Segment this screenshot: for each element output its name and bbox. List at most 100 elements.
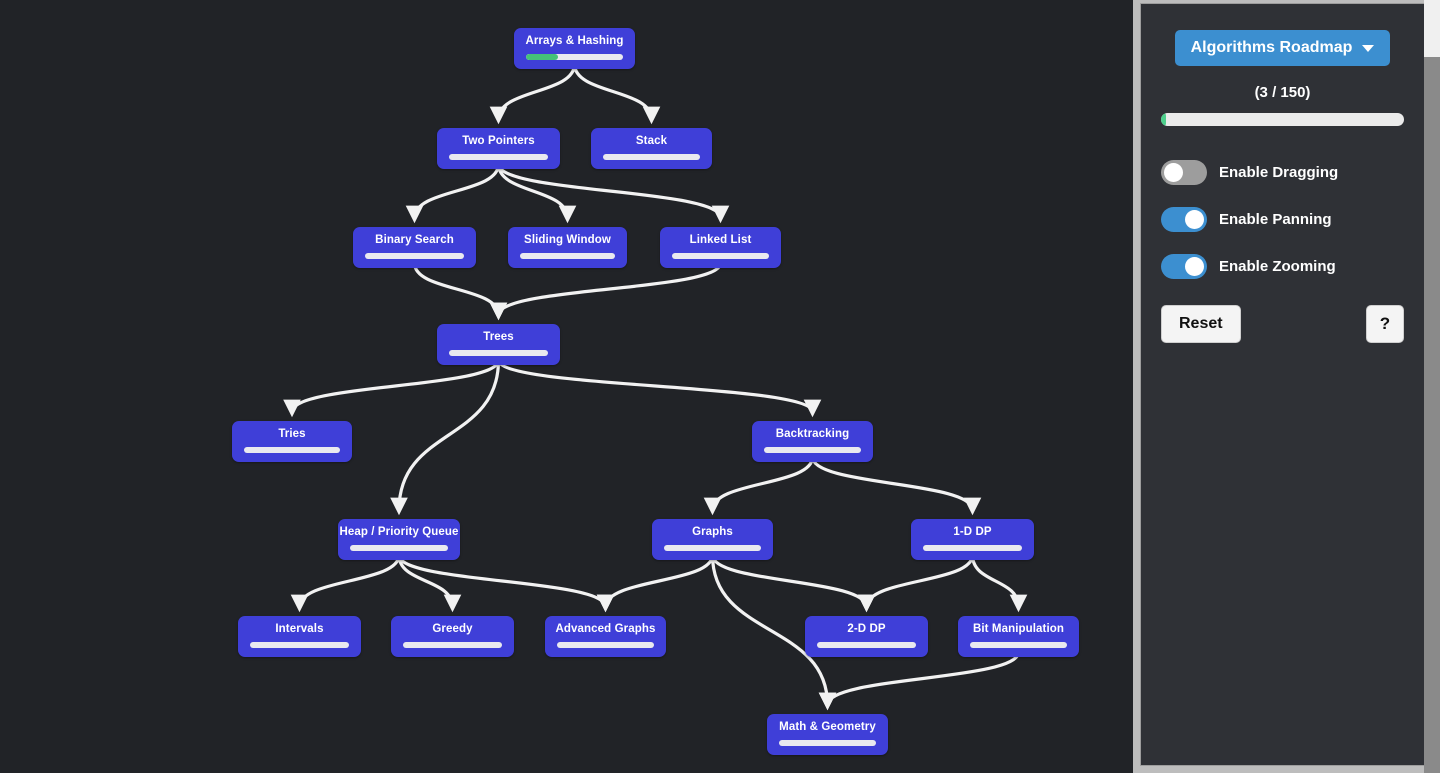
roadmap-node-one-d-dp[interactable]: 1-D DP (911, 519, 1034, 560)
help-button[interactable]: ? (1366, 305, 1404, 343)
node-label: Trees (483, 331, 514, 343)
reset-button[interactable]: Reset (1161, 305, 1241, 343)
node-progress-bar (244, 447, 340, 453)
node-progress-bar (923, 545, 1022, 551)
toggle-switch-dragging[interactable] (1161, 160, 1207, 185)
node-label: Stack (635, 135, 668, 147)
node-label: 2-D DP (847, 623, 886, 635)
edge-binary-search-to-trees (412, 261, 508, 321)
roadmap-node-advanced-graphs[interactable]: Advanced Graphs (545, 616, 666, 657)
toggle-row-zooming[interactable]: Enable Zooming (1161, 254, 1404, 279)
progress-count-label: (3 / 150) (1254, 84, 1311, 101)
edge-backtracking-to-one-d-dp (810, 455, 982, 516)
roadmap-node-math-geometry[interactable]: Math & Geometry (767, 714, 888, 755)
edge-arrays-hashing-to-two-pointers (489, 62, 577, 125)
node-progress-bar (526, 54, 623, 60)
page-scrollbar-thumb[interactable] (1424, 57, 1440, 773)
side-panel: Algorithms Roadmap (3 / 150) Enable Drag… (1140, 3, 1425, 766)
roadmap-node-heap-priority-queue[interactable]: Heap / Priority Queue (338, 519, 460, 560)
node-progress-bar (449, 350, 548, 356)
node-label: 1-D DP (953, 526, 992, 538)
node-progress-fill (526, 54, 558, 60)
node-label: Two Pointers (462, 135, 535, 147)
node-progress-bar (403, 642, 502, 648)
toggle-row-dragging[interactable]: Enable Dragging (1161, 160, 1404, 185)
node-label: Tries (278, 428, 306, 440)
panel-button-row: Reset ? (1161, 305, 1404, 343)
roadmap-node-stack[interactable]: Stack (591, 128, 712, 169)
edge-heap-priority-queue-to-advanced-graphs (397, 553, 615, 613)
roadmap-node-greedy[interactable]: Greedy (391, 616, 514, 657)
roadmap-node-two-d-dp[interactable]: 2-D DP (805, 616, 928, 657)
edge-trees-to-backtracking (496, 358, 822, 418)
edge-two-pointers-to-sliding-window (496, 162, 577, 224)
edge-layer (283, 62, 1028, 711)
node-progress-bar (664, 545, 761, 551)
edge-trees-to-heap-priority-queue (390, 358, 501, 516)
roadmap-node-bit-manipulation[interactable]: Bit Manipulation (958, 616, 1079, 657)
node-label: Math & Geometry (779, 721, 876, 733)
toggle-knob (1185, 257, 1204, 276)
node-progress-bar (970, 642, 1067, 648)
edge-graphs-to-two-d-dp (710, 553, 876, 613)
roadmap-node-trees[interactable]: Trees (437, 324, 560, 365)
edge-graphs-to-advanced-graphs (596, 553, 715, 613)
node-label: Greedy (432, 623, 473, 635)
node-label: Intervals (275, 623, 324, 635)
node-label: Backtracking (775, 428, 850, 440)
roadmap-node-binary-search[interactable]: Binary Search (353, 227, 476, 268)
node-progress-bar (779, 740, 876, 746)
node-label: Graphs (692, 526, 733, 538)
edge-one-d-dp-to-two-d-dp (857, 553, 975, 613)
node-label: Heap / Priority Queue (339, 526, 459, 538)
node-progress-bar (449, 154, 548, 160)
global-progress-bar (1161, 113, 1404, 126)
edge-heap-priority-queue-to-intervals (290, 553, 401, 613)
node-progress-bar (520, 253, 615, 259)
node-label: Arrays & Hashing (525, 35, 624, 47)
toggle-label-dragging: Enable Dragging (1219, 164, 1339, 181)
toggle-knob (1164, 163, 1183, 182)
chevron-down-icon (1362, 44, 1375, 52)
edge-backtracking-to-graphs (703, 455, 815, 516)
roadmap-node-graphs[interactable]: Graphs (652, 519, 773, 560)
roadmap-node-intervals[interactable]: Intervals (238, 616, 361, 657)
roadmap-node-linked-list[interactable]: Linked List (660, 227, 781, 268)
edge-graphs-to-math-geometry (710, 553, 837, 711)
node-progress-bar (557, 642, 654, 648)
roadmap-node-tries[interactable]: Tries (232, 421, 352, 462)
edge-trees-to-tries (283, 358, 501, 418)
node-label: Linked List (689, 234, 752, 246)
roadmap-title-label: Algorithms Roadmap (1190, 39, 1353, 56)
node-progress-bar (250, 642, 349, 648)
toggle-row-panning[interactable]: Enable Panning (1161, 207, 1404, 232)
edge-bit-manipulation-to-math-geometry (818, 650, 1021, 711)
edge-two-pointers-to-binary-search (405, 162, 501, 224)
node-progress-bar (672, 253, 769, 259)
roadmap-node-arrays-hashing[interactable]: Arrays & Hashing (514, 28, 635, 69)
page-scrollbar[interactable] (1424, 0, 1440, 773)
toggle-knob (1185, 210, 1204, 229)
toggle-switch-zooming[interactable] (1161, 254, 1207, 279)
edge-arrays-hashing-to-stack (572, 62, 661, 125)
node-progress-bar (603, 154, 700, 160)
roadmap-select-button[interactable]: Algorithms Roadmap (1174, 30, 1391, 66)
edge-one-d-dp-to-bit-manipulation (970, 553, 1028, 613)
node-label: Sliding Window (524, 234, 611, 246)
edge-heap-priority-queue-to-greedy (397, 553, 462, 613)
edge-linked-list-to-trees (489, 261, 723, 321)
node-label: Advanced Graphs (555, 623, 656, 635)
node-label: Bit Manipulation (972, 623, 1065, 635)
toggle-switch-panning[interactable] (1161, 207, 1207, 232)
node-progress-bar (817, 642, 916, 648)
node-label: Binary Search (375, 234, 454, 246)
roadmap-node-backtracking[interactable]: Backtracking (752, 421, 873, 462)
global-progress-fill (1161, 113, 1166, 126)
roadmap-node-two-pointers[interactable]: Two Pointers (437, 128, 560, 169)
node-progress-bar (350, 545, 448, 551)
node-progress-bar (365, 253, 464, 259)
roadmap-node-sliding-window[interactable]: Sliding Window (508, 227, 627, 268)
